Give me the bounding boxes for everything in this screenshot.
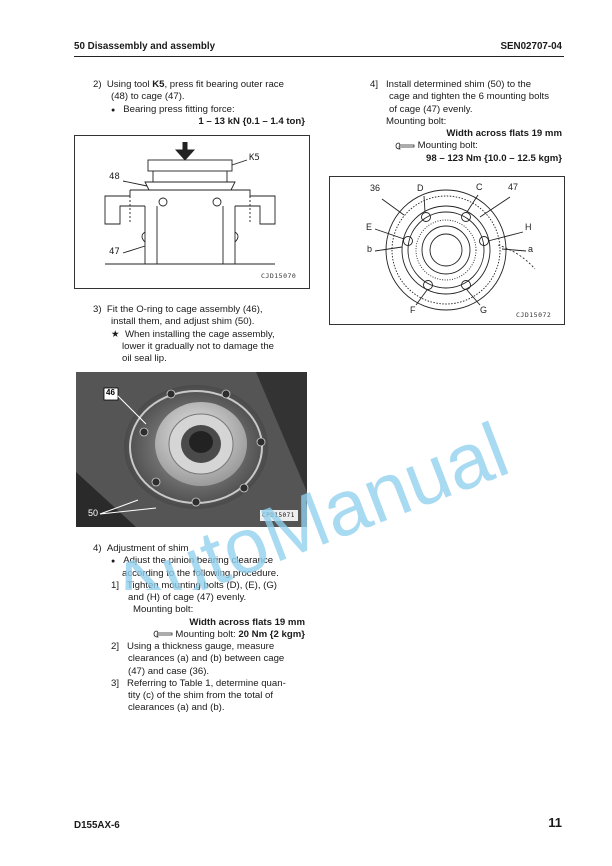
part-47-callout: 47 — [109, 247, 120, 257]
substep-4: 4] Install determined shim (50) to the c… — [370, 79, 564, 165]
substep-2-line-2: clearances (a) and (b) between cage — [128, 653, 285, 665]
bullet-icon: ● — [111, 106, 116, 114]
bolt-f-callout: F — [410, 305, 416, 315]
substep-3-line-1: Referring to Table 1, determine quan- — [127, 677, 286, 689]
shim-bolts-drawing — [374, 189, 536, 311]
part-36-callout: 36 — [370, 183, 381, 193]
bolt-e-callout: E — [366, 222, 373, 232]
substep-4-mounting-label: Mounting bolt: — [386, 115, 447, 127]
k5-callout: K5 — [249, 153, 260, 163]
star-icon: ★ — [111, 328, 120, 340]
page-number: 11 — [548, 815, 562, 830]
substep-4-line-3: of cage (47) evenly. — [389, 103, 473, 115]
substep-2-number: 2] — [111, 641, 120, 653]
substep-4-torque-label: Mounting bolt: — [417, 140, 478, 152]
figure-code: CJD15070 — [261, 272, 297, 280]
step-3-number: 3) — [93, 304, 102, 315]
bolt-g-callout: G — [480, 305, 488, 315]
cage-photo-drawing — [76, 372, 307, 527]
step-2-number: 2) — [93, 79, 102, 90]
part-50-callout: 50 — [88, 508, 99, 518]
bullet-icon: ● — [111, 558, 116, 566]
step-3-note-2: lower it gradually not to damage the — [122, 340, 274, 352]
part-47-callout: 47 — [508, 182, 519, 192]
substep-1-mounting-label: Mounting bolt: — [133, 604, 194, 616]
wrench-icon — [395, 142, 415, 150]
footer-model: D155AX-6 — [74, 820, 120, 831]
clearance-a-callout: a — [528, 244, 534, 254]
step-4-title: Adjustment of shim — [106, 543, 189, 554]
press-force-value: 1 – 13 kN {0.1 – 1.4 ton} — [198, 115, 305, 127]
step-3-line-1: Fit the O-ring to cage assembly (46), — [106, 304, 263, 315]
substep-2-line-1: Using a thickness gauge, measure — [127, 641, 275, 653]
substep-1-line-2: and (H) of cage (47) evenly. — [128, 592, 247, 604]
substep-1-torque-label: Mounting bolt: — [175, 628, 239, 640]
step-3-note-3: oil seal lip. — [122, 353, 167, 365]
step-4-number: 4) — [93, 543, 102, 554]
step-4-bullet-2: according to the following procedure. — [122, 567, 279, 579]
bearing-press-drawing — [104, 142, 276, 265]
bolt-h-callout: H — [525, 222, 532, 232]
step-4: 4) Adjustment of shim ● Adjust the pinio… — [93, 543, 307, 715]
substep-2-line-3: (47) and case (36). — [128, 665, 210, 677]
clearance-b-callout: b — [367, 244, 373, 254]
figure-shim-bolts: 36 D C 47 E H b a F G CJD15072 — [329, 176, 565, 325]
step-3-note-1: When installing the cage assembly, — [124, 328, 275, 340]
step-2-text-a: Using tool — [106, 79, 153, 90]
bolt-c-callout: C — [476, 182, 483, 192]
step-4-bullet-1: Adjust the pinion bearing clearance — [123, 555, 274, 567]
substep-4-number: 4] — [370, 79, 379, 90]
substep-3-line-3: clearances (a) and (b). — [128, 702, 225, 714]
step-2: 2) Using tool K5, press fit bearing oute… — [93, 79, 307, 128]
figure-bearing-press: K5 48 47 CJD15070 — [74, 135, 310, 289]
section-title: 50 Disassembly and assembly — [74, 41, 216, 52]
substep-1-number: 1] — [111, 579, 120, 591]
part-48-callout: 48 — [109, 172, 120, 182]
step-3-line-2: install them, and adjust shim (50). — [111, 316, 255, 328]
substep-1-line-1: Tighten mounting bolts (D), (E), (G) — [127, 579, 278, 591]
step-2-line-2: (48) to cage (47). — [111, 91, 185, 103]
substep-4-torque-value: 98 – 123 Nm {10.0 – 12.5 kgm} — [425, 152, 562, 164]
substep-4-line-1: Install determined shim (50) to the — [386, 79, 532, 90]
step-2-text-c: , press fit bearing outer race — [164, 79, 284, 90]
doc-code: SEN02707-04 — [500, 41, 562, 52]
wrench-icon — [153, 630, 173, 638]
substep-3-line-2: tity (c) of the shim from the total of — [128, 690, 274, 702]
step-3: 3) Fit the O-ring to cage assembly (46),… — [93, 304, 307, 365]
photo-code: CPD15071 — [262, 512, 295, 519]
substep-4-width-flats: Width across flats 19 mm — [446, 128, 562, 140]
bolt-d-callout: D — [417, 183, 424, 193]
header-rule — [74, 56, 564, 57]
figure-2-code: CJD15072 — [516, 311, 552, 319]
part-46-callout: 46 — [106, 388, 115, 397]
photo-cage-assembly: 46 50 CPD15071 — [76, 372, 307, 527]
substep-1-width-flats: Width across flats 19 mm — [189, 616, 305, 628]
substep-3-number: 3] — [111, 677, 120, 689]
substep-1-torque-value: 20 Nm {2 kgm} — [238, 628, 305, 640]
press-force-label: Bearing press fitting force: — [123, 103, 235, 115]
tool-k5-label: K5 — [152, 79, 165, 90]
substep-4-line-2: cage and tighten the 6 mounting bolts — [389, 91, 550, 103]
